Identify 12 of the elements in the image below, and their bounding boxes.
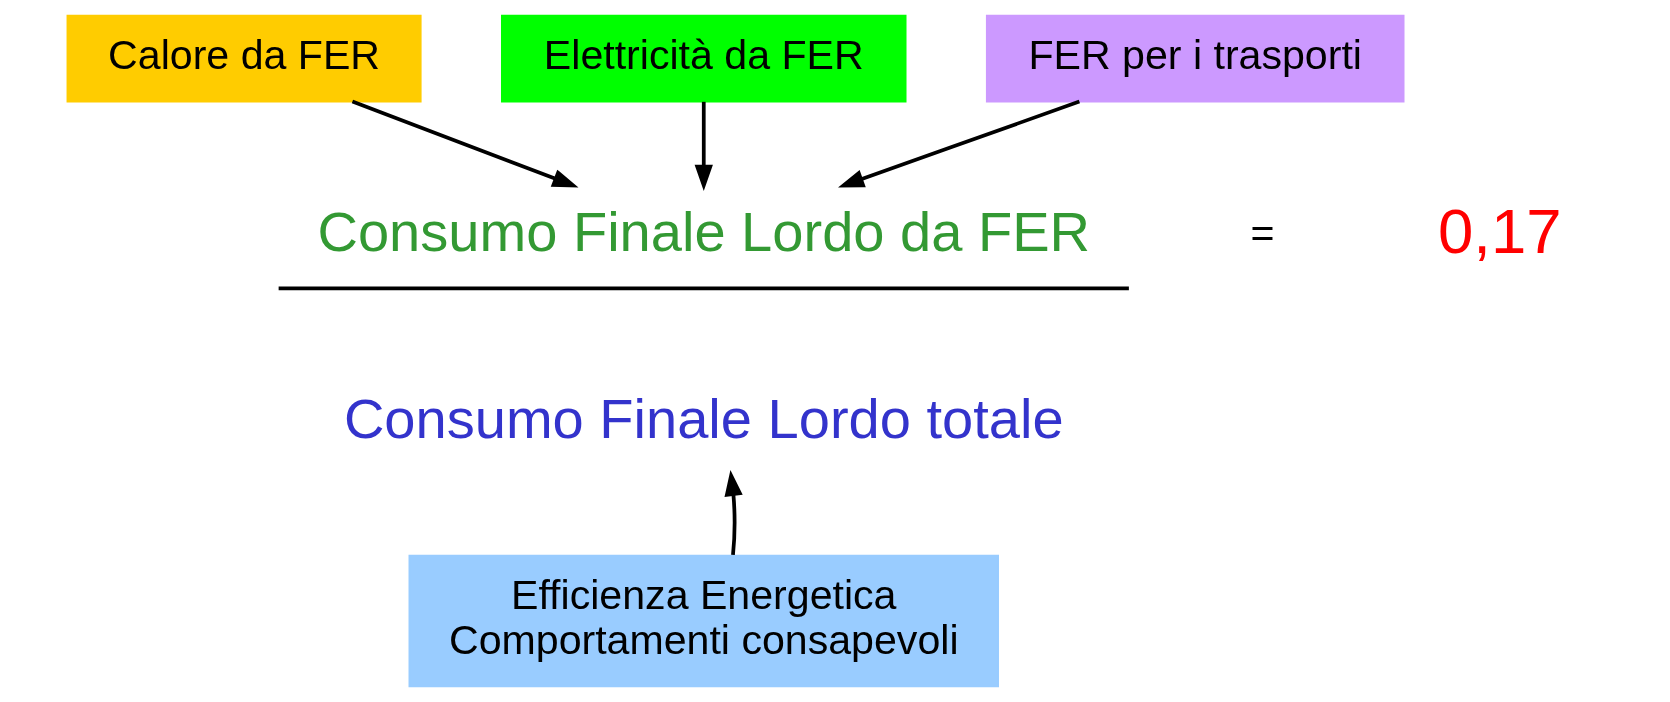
arrow	[837, 99, 1080, 188]
label: =	[1249, 210, 1274, 257]
arrow	[351, 99, 578, 188]
node-text: Consumo Finale Lordo totale	[343, 386, 1064, 450]
arrow	[694, 101, 713, 191]
node-box: Calore da FER	[66, 14, 422, 103]
label: 0,17	[1437, 195, 1562, 267]
node-box: Elettricità da FER	[500, 14, 906, 103]
arrow	[723, 469, 743, 556]
node-box: FER per i trasporti	[985, 14, 1404, 103]
node-text: Consumo Finale Lordo da FER	[316, 200, 1090, 264]
node-box: Efficienza Energetica Comportamenti consapevoli	[408, 554, 999, 688]
